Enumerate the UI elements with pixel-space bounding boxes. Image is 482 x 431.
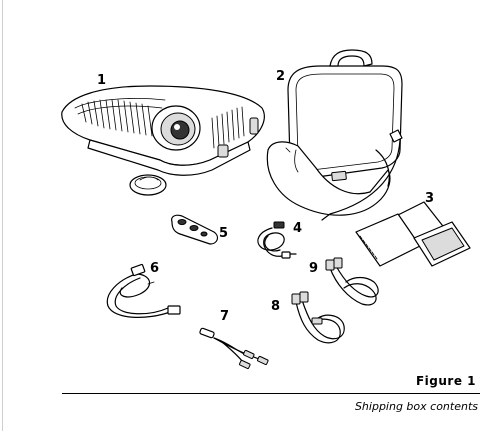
callout-8: 8 — [271, 299, 280, 314]
audio-y-cable-icon — [199, 327, 269, 370]
computer-cable-icon — [106, 263, 181, 318]
page-margin-rule — [2, 0, 3, 431]
projector-lens-icon — [151, 105, 201, 151]
s-video-cable-icon — [325, 257, 379, 306]
carrying-case-icon — [266, 49, 403, 221]
power-cord-icon — [257, 221, 297, 259]
spiral-binding-icon — [359, 235, 378, 260]
projector-icon — [61, 85, 265, 176]
callout-9: 9 — [309, 261, 318, 276]
callout-6: 6 — [150, 261, 159, 276]
figure-divider — [62, 393, 480, 394]
callout-2: 2 — [276, 69, 285, 84]
callout-5: 5 — [219, 226, 228, 241]
figure-title: Figure 1 — [415, 374, 476, 388]
remote-control-icon — [171, 214, 219, 245]
video-cable-icon — [291, 291, 345, 344]
projector-side-vent-icon — [211, 106, 245, 149]
callout-1: 1 — [97, 73, 106, 88]
callout-4: 4 — [293, 221, 302, 236]
figure-caption: Shipping box contents — [354, 400, 478, 413]
documentation-icon — [355, 201, 471, 267]
lens-cap-icon — [129, 174, 167, 196]
projector-vent-icon — [81, 99, 153, 137]
callout-7: 7 — [220, 309, 229, 324]
callout-3: 3 — [425, 191, 434, 206]
